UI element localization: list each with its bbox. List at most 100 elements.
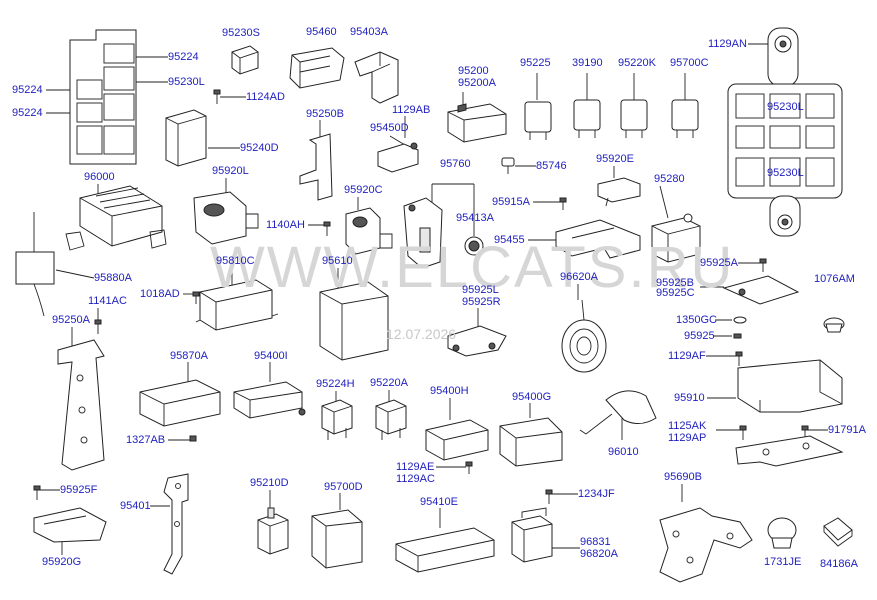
part-96010-label[interactable]: 96010 bbox=[608, 446, 639, 458]
sensor-95760 bbox=[403, 197, 443, 269]
relay-39190 bbox=[573, 99, 601, 138]
part-95925B-label[interactable]: 95925B bbox=[656, 277, 694, 289]
part-95413A-label[interactable]: 95413A bbox=[456, 212, 494, 224]
part-95410E-label[interactable]: 95410E bbox=[420, 496, 458, 508]
part-84186A-label[interactable]: 84186A bbox=[820, 558, 858, 570]
part-95910-label[interactable]: 95910 bbox=[674, 392, 705, 404]
relay-95210d bbox=[257, 507, 289, 555]
screw-1124ad bbox=[213, 89, 221, 104]
part-95450D-label[interactable]: 95450D bbox=[370, 122, 409, 134]
part-95400H-label[interactable]: 95400H bbox=[430, 385, 469, 397]
bracket-95925lr bbox=[447, 325, 507, 357]
part-96820A-label[interactable]: 96820A bbox=[580, 548, 618, 560]
part-95210D-label[interactable]: 95210D bbox=[250, 477, 289, 489]
relay-95220a bbox=[375, 399, 407, 440]
part-95880A-label[interactable]: 95880A bbox=[94, 272, 132, 284]
part-95870A-label[interactable]: 95870A bbox=[170, 350, 208, 362]
part-95925F-label[interactable]: 95925F bbox=[60, 484, 98, 496]
part-95400G-label[interactable]: 95400G bbox=[512, 391, 552, 403]
module-95400h bbox=[425, 419, 489, 461]
grommet-1076am bbox=[823, 317, 845, 333]
part-1076AM-label[interactable]: 1076AM bbox=[814, 273, 855, 285]
part-95920G-label[interactable]: 95920G bbox=[42, 556, 82, 568]
part-95920L-label[interactable]: 95920L bbox=[212, 165, 249, 177]
part-95224-c-label[interactable]: 95224 bbox=[12, 107, 43, 119]
part-1350GC-label[interactable]: 1350GC bbox=[676, 314, 717, 326]
part-95925C-label[interactable]: 95925C bbox=[656, 287, 695, 299]
part-95230L-b-label[interactable]: 95230L bbox=[767, 101, 804, 113]
part-91791A-label[interactable]: 91791A bbox=[828, 424, 866, 436]
part-95610-label[interactable]: 95610 bbox=[322, 255, 353, 267]
screw-1129ae bbox=[465, 461, 473, 474]
part-95920C-label[interactable]: 95920C bbox=[344, 184, 383, 196]
part-95220K-label[interactable]: 95220K bbox=[618, 57, 656, 69]
part-1234JF-label[interactable]: 1234JF bbox=[578, 488, 615, 500]
sensor-95450d bbox=[377, 142, 419, 173]
part-95925A-label[interactable]: 95925A bbox=[700, 257, 738, 269]
bracket-95250b bbox=[299, 133, 333, 201]
part-95240D-label[interactable]: 95240D bbox=[240, 142, 279, 154]
antenna-95880a bbox=[15, 212, 55, 317]
part-95280-label[interactable]: 95280 bbox=[654, 173, 685, 185]
part-1018AD-label[interactable]: 1018AD bbox=[140, 288, 180, 300]
part-1129AN-label[interactable]: 1129AN bbox=[708, 38, 747, 50]
part-96000-label[interactable]: 96000 bbox=[84, 171, 115, 183]
part-95200-label[interactable]: 95200 bbox=[458, 65, 489, 77]
part-95250A-label[interactable]: 95250A bbox=[52, 314, 90, 326]
part-1327AB-label[interactable]: 1327AB bbox=[126, 434, 166, 446]
part-95224H-label[interactable]: 95224H bbox=[316, 378, 355, 390]
part-95460-label[interactable]: 95460 bbox=[306, 26, 337, 38]
relay-95225 bbox=[524, 101, 552, 140]
seal-95413a bbox=[464, 236, 484, 256]
part-95230L-a-label[interactable]: 95230L bbox=[168, 76, 205, 88]
part-1129AC-label[interactable]: 1129AC bbox=[396, 473, 435, 485]
part-95455-label[interactable]: 95455 bbox=[494, 234, 525, 246]
part-96620A-label[interactable]: 96620A bbox=[560, 271, 598, 283]
date-stamp: 12.07.2026 bbox=[386, 326, 457, 342]
part-95925-label[interactable]: 95925 bbox=[684, 330, 715, 342]
screw-1125ak bbox=[739, 425, 747, 440]
part-95224-b-label[interactable]: 95224 bbox=[12, 84, 43, 96]
clip-1327ab bbox=[189, 435, 197, 442]
module-95910 bbox=[737, 359, 843, 413]
part-95700D-label[interactable]: 95700D bbox=[324, 481, 363, 493]
part-95400I-label[interactable]: 95400I bbox=[254, 350, 288, 362]
sensor-95920l bbox=[193, 191, 259, 245]
part-95915A-label[interactable]: 95915A bbox=[492, 196, 530, 208]
part-1124AD-label[interactable]: 1124AD bbox=[246, 91, 285, 103]
ecu-96000 bbox=[65, 185, 167, 251]
screw-1129af bbox=[735, 351, 743, 366]
part-1125AK-label[interactable]: 1125AK bbox=[668, 420, 707, 432]
part-95230L-c-label[interactable]: 95230L bbox=[767, 167, 804, 179]
grommet-1731je bbox=[767, 517, 797, 549]
part-95760-label[interactable]: 95760 bbox=[440, 158, 471, 170]
part-1129AF-label[interactable]: 1129AF bbox=[668, 350, 706, 362]
part-95225-label[interactable]: 95225 bbox=[520, 57, 551, 69]
part-95920E-label[interactable]: 95920E bbox=[596, 153, 634, 165]
part-95220A-label[interactable]: 95220A bbox=[370, 377, 408, 389]
screw-95915a bbox=[559, 197, 567, 210]
bracket-95925bc bbox=[722, 275, 800, 305]
part-1129AE-label[interactable]: 1129AE bbox=[396, 461, 435, 473]
part-85746-label[interactable]: 85746 bbox=[536, 160, 567, 172]
module-95200 bbox=[447, 103, 507, 143]
part-96831-label[interactable]: 96831 bbox=[580, 536, 611, 548]
part-95200A-label[interactable]: 95200A bbox=[458, 77, 496, 89]
part-95224-a-label[interactable]: 95224 bbox=[168, 51, 199, 63]
part-39190-label[interactable]: 39190 bbox=[572, 57, 603, 69]
part-1129AB-label[interactable]: 1129AB bbox=[392, 104, 431, 116]
part-95925R-label[interactable]: 95925R bbox=[462, 296, 501, 308]
part-95250B-label[interactable]: 95250B bbox=[306, 108, 344, 120]
part-1141AC-label[interactable]: 1141AC bbox=[88, 295, 127, 307]
part-95230S-label[interactable]: 95230S bbox=[222, 27, 260, 39]
part-95925L-label[interactable]: 95925L bbox=[462, 284, 499, 296]
part-95403A-label[interactable]: 95403A bbox=[350, 26, 388, 38]
part-1731JE-label[interactable]: 1731JE bbox=[764, 556, 802, 568]
part-95401-label[interactable]: 95401 bbox=[120, 500, 151, 512]
part-95810C-label[interactable]: 95810C bbox=[216, 255, 255, 267]
part-95700C-label[interactable]: 95700C bbox=[670, 57, 709, 69]
part-95690B-label[interactable]: 95690B bbox=[664, 471, 702, 483]
part-1140AH-label[interactable]: 1140AH bbox=[266, 219, 305, 231]
part-1129AP-label[interactable]: 1129AP bbox=[668, 432, 707, 444]
